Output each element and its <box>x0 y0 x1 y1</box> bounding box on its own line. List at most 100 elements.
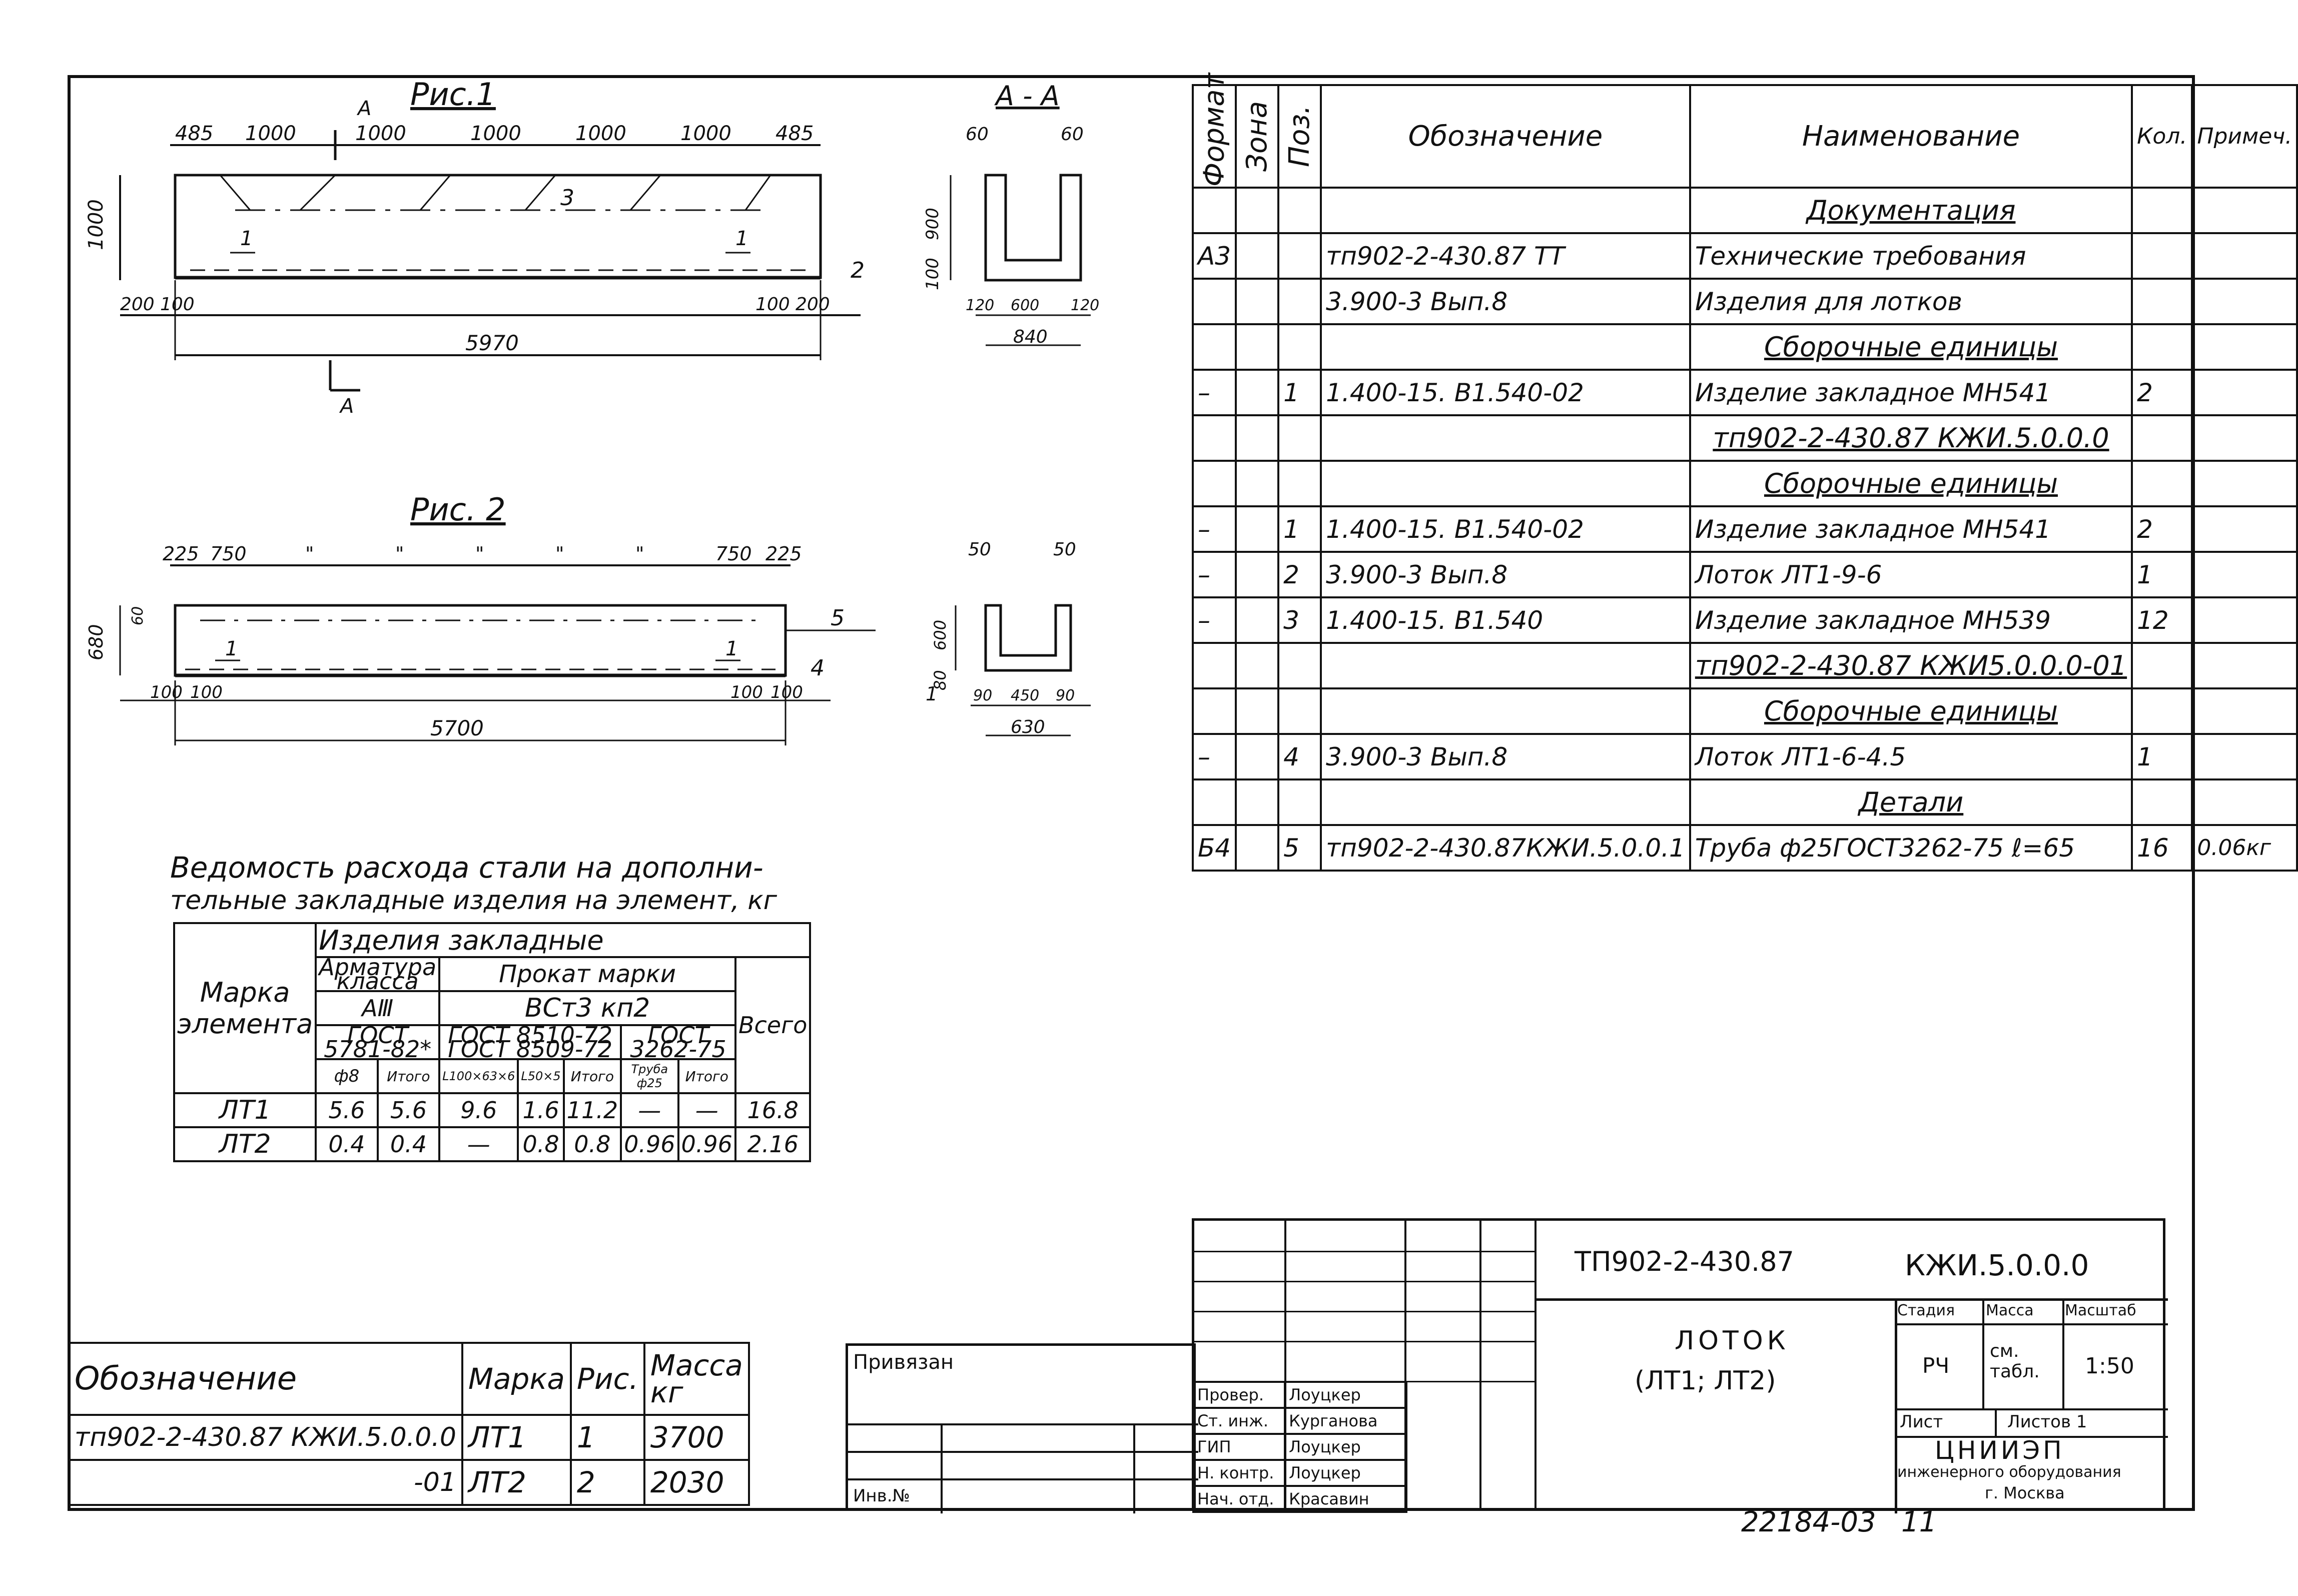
steel-rolled: Прокат марки <box>438 956 736 992</box>
spec-note <box>2191 232 2298 280</box>
section-a-a-width: 840 <box>1013 327 1048 347</box>
spec-format: – <box>1191 733 1237 780</box>
spec-row: Сборочные единицы <box>1191 687 2298 735</box>
svg-text:100: 100 <box>160 294 195 315</box>
steel-grade: ВСт3 кп2 <box>438 990 736 1026</box>
steel-value: — <box>620 1092 679 1128</box>
steel-sub-angle2: L50×5 <box>517 1058 565 1094</box>
spec-qty <box>2131 687 2193 735</box>
spec-pos: 3 <box>1277 596 1322 644</box>
spec-note <box>2191 505 2298 553</box>
org-line-3: г. Москва <box>1985 1483 2065 1502</box>
spec-qty <box>2131 642 2193 689</box>
signer-role: ГИП <box>1192 1433 1286 1461</box>
svg-text:485: 485 <box>776 122 814 145</box>
steel-sub-total1: Итого <box>376 1058 441 1094</box>
steel-value: 0.8 <box>517 1126 565 1162</box>
spec-note <box>2191 778 2298 826</box>
svg-text:600: 600 <box>1011 297 1039 314</box>
signer-name: Красавин <box>1284 1485 1407 1513</box>
svg-text:1000: 1000 <box>245 122 296 145</box>
spec-row: Сборочные единицы <box>1191 460 2298 507</box>
spec-designation: тп902-2-430.87 ТТ <box>1320 232 1691 280</box>
mass-fig: 1 <box>569 1414 645 1461</box>
section-2: 50 50 600 80 1 90 450 90 630 <box>926 539 1091 737</box>
spec-qty <box>2131 278 2193 325</box>
svg-text:100: 100 <box>771 682 803 702</box>
org-line-1: ЦНИИЭП <box>1935 1436 2065 1465</box>
spec-pos: 4 <box>1277 733 1322 780</box>
svg-text:100: 100 <box>150 682 183 702</box>
steel-row-mark: ЛТ2 <box>173 1126 317 1162</box>
spec-qty: 1 <box>2131 551 2193 598</box>
steel-gost-1: ГОСТ 5781-82* <box>315 1024 441 1061</box>
spec-zone <box>1235 414 1280 462</box>
spec-designation: 1.400-15. В1.540 <box>1320 596 1691 644</box>
spec-designation <box>1320 187 1691 234</box>
spec-format: – <box>1191 551 1237 598</box>
fig2-title: Рис. 2 <box>410 491 506 528</box>
spec-pos <box>1277 278 1322 325</box>
mass-designation: -01 <box>68 1459 463 1506</box>
fig1-section-mark-top: А <box>356 97 371 120</box>
spec-format: – <box>1191 505 1237 553</box>
figure-2: Рис. 2 225 750 " " " " " 750 225 680 60 … <box>85 491 876 745</box>
figure-1: Рис.1 485 1000 1000 1000 1000 1000 485 А… <box>85 76 865 418</box>
stamp-mark: КЖИ.5.0.0.0 <box>1905 1248 2089 1282</box>
spec-zone <box>1235 778 1280 826</box>
spec-name: Сборочные единицы <box>1689 460 2133 507</box>
spec-qty <box>2131 414 2193 462</box>
stamp-name-2: (ЛТ1; ЛТ2) <box>1635 1366 1776 1396</box>
spec-note <box>2191 596 2298 644</box>
mass-mark: ЛТ1 <box>461 1414 572 1461</box>
steel-value: 0.4 <box>315 1126 379 1162</box>
svg-text:1000: 1000 <box>575 122 626 145</box>
svg-text:90: 90 <box>1056 687 1075 704</box>
signer-name: Лоуцкер <box>1284 1433 1407 1461</box>
footer-number: 22184-03 <box>1741 1506 1876 1538</box>
steel-gost-2: ГОСТ 8510-72 ГОСТ 8509-72 <box>438 1024 622 1061</box>
spec-zone <box>1235 187 1280 234</box>
svg-text:1: 1 <box>725 637 738 660</box>
spec-format <box>1191 687 1237 735</box>
stamp-code: ТП902-2-430.87 <box>1575 1246 1794 1277</box>
spec-zone <box>1235 733 1280 780</box>
mass-label: Масса <box>1986 1302 2034 1319</box>
spec-row: тп902-2-430.87 КЖИ5.0.0.0-01 <box>1191 642 2298 689</box>
spec-pos <box>1277 414 1322 462</box>
svg-text:100: 100 <box>190 682 223 702</box>
spec-format <box>1191 414 1237 462</box>
spec-designation <box>1320 687 1691 735</box>
mass-value: 2030 <box>643 1459 750 1506</box>
signer-row: Н. контр.Лоуцкер <box>1192 1459 1407 1487</box>
spec-qty: 16 <box>2131 824 2193 872</box>
steel-sub-angle1: L100×63×6 <box>438 1058 519 1094</box>
signer-name: Лоуцкер <box>1284 1459 1407 1487</box>
spec-format <box>1191 642 1237 689</box>
spec-name: Изделия для лотков <box>1689 278 2133 325</box>
svg-text:900: 900 <box>923 208 943 240</box>
stamp-name-1: ЛОТОК <box>1675 1326 1790 1356</box>
steel-value: 0.4 <box>376 1126 441 1162</box>
section-a-a: А - А 60 60 900 100 120 600 120 840 <box>923 80 1099 347</box>
spec-designation: тп902-2-430.87КЖИ.5.0.0.1 <box>1320 824 1691 872</box>
svg-text:225: 225 <box>765 543 802 565</box>
svg-text:200: 200 <box>796 294 830 315</box>
spec-name: Труба ф25ГОСТ3262-75 ℓ=65 <box>1689 824 2133 872</box>
binding-block: Привязан Инв.№ <box>846 1343 1198 1513</box>
spec-pos <box>1277 460 1322 507</box>
fig1-length: 5970 <box>465 331 519 355</box>
spec-name: Лоток ЛТ1-9-6 <box>1689 551 2133 598</box>
spec-header-row: Формат Зона Поз. Обозначение Наименовани… <box>1193 73 2298 189</box>
spec-format <box>1191 278 1237 325</box>
spec-note <box>2191 414 2298 462</box>
steel-value: 16.8 <box>734 1092 812 1128</box>
fig2-height: 680 <box>85 624 107 660</box>
